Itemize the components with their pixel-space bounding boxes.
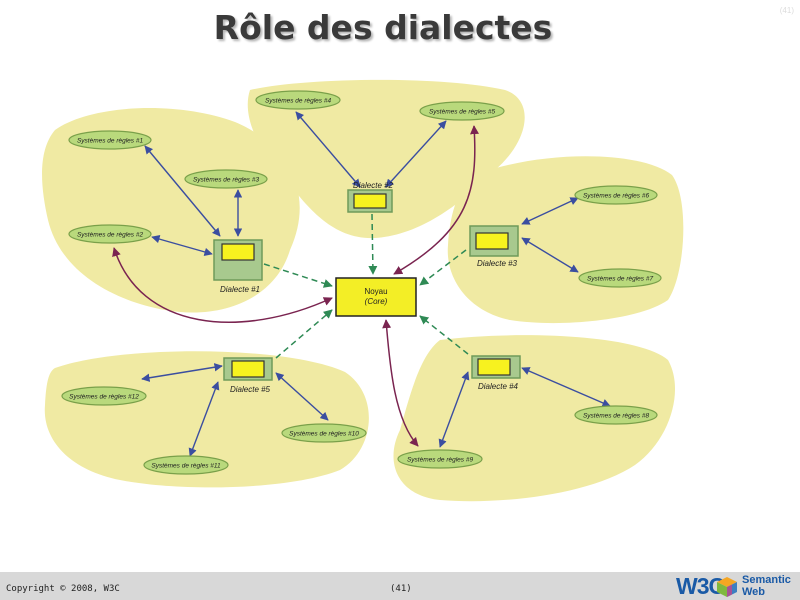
- rule-system-label: Systèmes de règles #6: [583, 193, 650, 200]
- rule-system-label: Systèmes de règles #10: [289, 431, 359, 438]
- rule-system-ellipse: [61, 386, 147, 406]
- rule-system-node: Systèmes de règles #6: [574, 185, 658, 205]
- curve-core-rs2: [112, 247, 333, 323]
- logo-semantic: Semantic: [742, 574, 791, 586]
- dialect-box-2: [347, 189, 393, 213]
- dashed-arrow-dialect-2: [368, 213, 378, 275]
- rule-system-ellipse: [143, 455, 229, 475]
- rule-system-label: Systèmes de règles #9: [407, 457, 474, 464]
- rule-system-node: Systèmes de règles #4: [255, 90, 341, 110]
- rule-system-node: Systèmes de règles #2: [68, 224, 152, 244]
- w3c-logo-text: W3C: [676, 573, 725, 599]
- dialect-box-1: [213, 239, 263, 281]
- rule-system-ellipse: [68, 130, 152, 150]
- rule-system-node: Systèmes de règles #7: [578, 268, 662, 288]
- dialect-label-4: Dialecte #4: [478, 382, 519, 391]
- rule-system-ellipse: [419, 101, 505, 121]
- dialect-label-1: Dialecte #1: [220, 285, 260, 294]
- rule-system-label: Systèmes de règles #2: [77, 232, 144, 239]
- rule-system-node: Systèmes de règles #11: [143, 455, 229, 475]
- slide-number-corner: (41): [779, 6, 794, 15]
- arrow-d2-rs4: [295, 111, 361, 188]
- rule-system-label: Systèmes de règles #11: [151, 463, 221, 470]
- rule-system-ellipse: [574, 185, 658, 205]
- rule-system-label: Systèmes de règles #4: [265, 98, 332, 105]
- dialect-box-3: [469, 225, 519, 257]
- dialects-diagram: Systèmes de règles #1 Systèmes de règles …: [42, 79, 684, 502]
- arrow-d4-rs8: [521, 367, 611, 407]
- rule-system-label: Systèmes de règles #12: [69, 394, 139, 401]
- arrow-d3-rs6: [521, 197, 579, 225]
- page-number: (41): [390, 584, 412, 594]
- rule-system-ellipse: [578, 268, 662, 288]
- rule-system-ellipse: [255, 90, 341, 110]
- dialect-label-2: Dialecte #2: [353, 181, 394, 190]
- dialect-label-3: Dialecte #3: [477, 259, 518, 268]
- arrow-d5-rs10: [275, 372, 329, 421]
- rule-system-label: Systèmes de règles #8: [583, 413, 650, 420]
- rule-system-label: Systèmes de règles #3: [193, 177, 260, 184]
- dialect-box-4: [471, 355, 521, 379]
- dialect-label-5: Dialecte #5: [230, 385, 271, 394]
- curve-core-rs9: [382, 319, 419, 447]
- rule-system-node: Systèmes de règles #1: [68, 130, 152, 150]
- arrow-d1-rs1: [144, 145, 221, 237]
- rule-system-label: Systèmes de règles #1: [77, 138, 144, 145]
- semantic-web-logo: W3C Semantic Web: [672, 572, 798, 600]
- logo-web: Web: [742, 586, 766, 598]
- rule-system-node: Systèmes de règles #9: [397, 449, 483, 469]
- rule-system-ellipse: [574, 405, 658, 425]
- rule-system-node: Systèmes de règles #5: [419, 101, 505, 121]
- curve-core-rs5: [393, 125, 479, 275]
- core-sublabel: (Core): [365, 297, 388, 306]
- rule-system-node: Systèmes de règles #12: [61, 386, 147, 406]
- footer-bar: Copyright © 2008, W3C (41) W3C Semantic …: [0, 572, 800, 600]
- dashed-arrow-dialect-4: [419, 315, 469, 355]
- rule-system-node: Systèmes de règles #10: [281, 423, 367, 443]
- arrow-d4-rs9: [438, 371, 470, 448]
- slide-title: Rôle des dialectes: [213, 8, 553, 47]
- arrow-d5-rs12: [141, 363, 223, 382]
- dashed-arrow-dialect-5: [275, 309, 333, 359]
- rule-system-label: Systèmes de règles #7: [587, 276, 654, 283]
- core-labels: Noyau (Core): [364, 287, 387, 306]
- rule-system-node: Systèmes de règles #8: [574, 405, 658, 425]
- rule-system-ellipse: [281, 423, 367, 443]
- arrow-d3-rs7: [521, 237, 579, 273]
- core-box: [335, 277, 417, 317]
- core-rule-arrows: [112, 125, 479, 447]
- rule-system-label: Systèmes de règles #5: [429, 109, 496, 116]
- arrow-d5-rs11: [188, 381, 220, 457]
- core-label: Noyau: [364, 287, 387, 296]
- copyright-text: Copyright © 2008, W3C: [6, 584, 120, 594]
- rule-system-ellipse: [68, 224, 152, 244]
- cube-icon: [717, 577, 737, 597]
- rule-system-ellipses: Systèmes de règles #1 Systèmes de règles …: [61, 90, 662, 475]
- rule-system-ellipse: [184, 169, 268, 189]
- dialect-box-5: [223, 357, 273, 381]
- diagram-labels: Dialecte #1 Dialecte #2 Dialecte #3 Dial…: [220, 181, 519, 394]
- rule-system-node: Systèmes de règles #3: [184, 169, 268, 189]
- rule-system-ellipse: [397, 449, 483, 469]
